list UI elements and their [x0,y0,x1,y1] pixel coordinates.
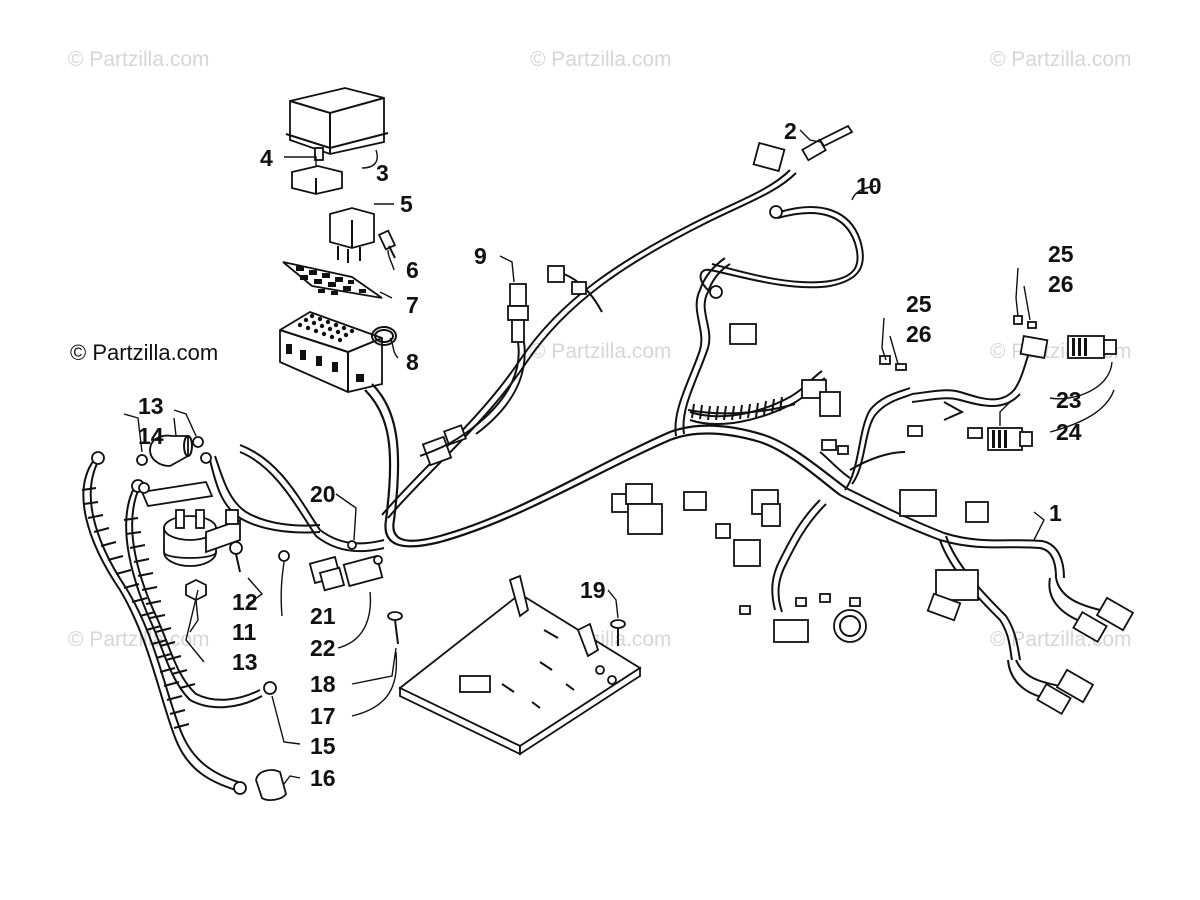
callout-19: 19 [580,577,606,603]
callout-15: 15 [310,733,336,759]
tray-bolt-18-19 [387,611,626,646]
callout-11: 11 [232,619,257,645]
callout-12: 12 [232,589,258,615]
watermark-top-left: © Partzilla.com [68,48,210,71]
leader-lines [123,129,1115,785]
speed-sensor [419,283,529,457]
main-harness-trunk [209,169,847,553]
wire-clip-ring [371,326,397,346]
fuse-block [279,311,383,393]
callout-25-mid: 25 [906,291,932,317]
callout-26-mid: 26 [906,321,932,347]
watermark-top-center: © Partzilla.com [530,48,672,71]
callout-4: 4 [260,145,273,171]
ground-cable [699,205,864,299]
callout-13-top: 13 [138,393,164,419]
fuse-puller [291,165,343,195]
fuse-panel-decal [282,261,383,299]
callout-numbers: 1 2 3 4 5 6 7 8 9 10 11 12 13 13 14 15 1… [138,118,1082,791]
starter-solenoid [140,481,241,567]
coil-wrap-sleeve [687,396,796,421]
terminal-boot-14 [149,434,193,467]
harness-connectors [421,124,989,643]
watermark-mid-center: © Partzilla.com [530,340,672,363]
solenoid-hardware [136,436,290,602]
callout-22: 22 [310,635,336,661]
switch-assembly [879,315,1117,451]
harness-branch-front [771,487,1065,661]
fuse-box-cover [285,87,389,161]
watermark-mid-left: © Partzilla.com [70,340,219,365]
callout-24: 24 [1056,419,1082,445]
callout-26-right: 26 [1048,271,1074,297]
callout-6: 6 [406,257,419,283]
harness-branch-rear [674,257,913,491]
callout-8: 8 [406,349,419,375]
callout-13-bottom: 13 [232,649,258,675]
callout-9: 9 [474,243,487,269]
callout-18: 18 [310,671,336,697]
callout-1: 1 [1049,500,1062,526]
callout-16: 16 [310,765,336,791]
watermark-low-left: © Partzilla.com [68,628,210,651]
callout-5: 5 [400,191,413,217]
callout-25-right: 25 [1048,241,1074,267]
callout-3: 3 [376,160,389,186]
callout-7: 7 [406,292,419,318]
negative-battery-cable [123,479,277,709]
callout-21: 21 [310,603,336,629]
relay [329,207,375,263]
fuse [377,229,397,259]
front-harness-plugs [1007,577,1135,716]
callout-17: 17 [310,703,336,729]
wire-junction-20-22 [308,540,384,592]
callout-23: 23 [1056,387,1082,413]
callout-2: 2 [784,118,797,144]
callout-20: 20 [310,481,336,507]
callout-10: 10 [856,173,882,199]
battery-tray [398,574,642,756]
battery-boot-16 [255,769,287,801]
watermark-top-right: © Partzilla.com [990,48,1132,71]
callout-14: 14 [138,423,164,449]
